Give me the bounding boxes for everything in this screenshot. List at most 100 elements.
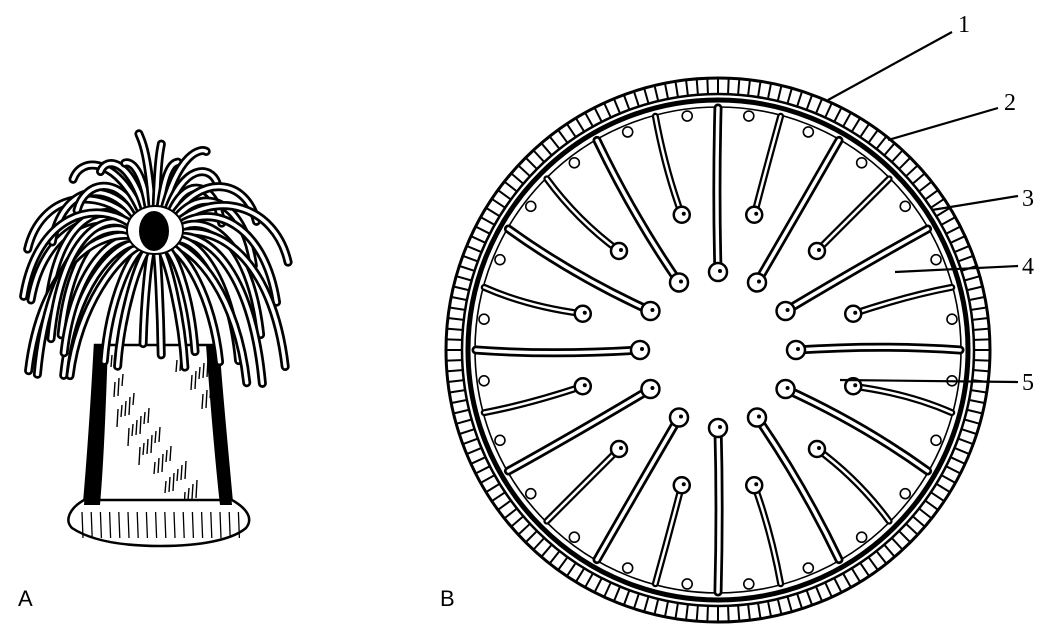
wall-striation [975,360,989,361]
mesenterial-filament [777,380,795,398]
mesenterial-filament [746,477,762,493]
wall-pocket [682,579,692,589]
wall-striation [975,339,989,340]
wall-pocket [900,201,910,211]
wall-pocket [803,563,813,573]
callout-5: 5 [1022,370,1034,396]
column-striation [169,477,170,492]
column-striation [139,447,140,465]
column-striation [154,462,155,474]
leader-line-2 [888,108,998,140]
mesenterial-filament [611,243,627,259]
filament-dot [757,279,761,283]
wall-pocket [623,563,633,573]
mesenterial-filament [777,302,795,320]
wall-pocket [569,532,579,542]
column-striation [202,394,203,409]
cross-section [446,78,990,622]
wall-pocket [900,489,910,499]
wall-pocket [682,111,692,121]
mesenterial-filament [631,341,649,359]
filament-dot [757,415,761,419]
wall-pocket [931,435,941,445]
filament-dot [754,212,758,216]
column-striation [181,465,182,480]
filament-dot [718,425,722,429]
column-striation [196,480,197,498]
wall-striation [697,606,698,620]
mesenterial-filament [746,207,762,223]
column-striation [121,405,122,417]
column-striation [125,401,126,416]
column-striation [132,424,133,436]
wall-striation [974,329,988,330]
mesenterial-filament [748,273,766,291]
wall-pocket [479,314,489,324]
filament-dot [583,383,587,387]
panel-label-a: A [18,586,33,611]
column-striation [122,374,123,386]
column-striation [118,378,119,396]
filament-dot [679,415,683,419]
wall-striation [707,79,708,93]
column-striation [155,431,156,443]
column-striation [128,428,129,446]
mesenterial-filament [670,273,688,291]
column-striation [162,454,163,472]
wall-pocket [857,532,867,542]
column-striation [158,458,159,473]
mesenterial-filament [670,409,688,427]
wall-striation [448,329,462,330]
wall-pocket [526,489,536,499]
callout-4: 4 [1022,254,1034,280]
column-striation [185,461,186,479]
filament-dot [786,308,790,312]
mesenterial-filament [575,378,591,394]
column-striation [117,409,118,427]
column-striation [159,427,160,442]
wall-pocket [803,127,813,137]
callout-2: 2 [1004,90,1016,116]
wall-striation [447,339,461,340]
wall-striation [697,80,698,94]
wall-pocket [479,376,489,386]
mesenterial-filament [709,419,727,437]
wall-striation [447,360,461,361]
column-striation [143,443,144,455]
wall-pocket [744,111,754,121]
mesenterial-filament [611,441,627,457]
column-striation [195,371,196,389]
column-striation [140,416,141,434]
filament-dot [650,386,654,390]
filament-dot [786,386,790,390]
filament-dot [679,279,683,283]
column-striation [147,439,148,454]
basal-disc [68,500,249,546]
mesenterial-filament [674,477,690,493]
mesenterial-filament [641,302,659,320]
wall-pocket [931,255,941,265]
column-striation [136,420,137,435]
mesenterial-filament [748,409,766,427]
gastrovascular-cavity [656,288,780,412]
wall-striation [728,607,729,621]
mesenterial-filament [787,341,805,359]
mesenterial-filament [845,306,861,322]
column-striation [148,408,149,423]
column-striation [170,446,171,461]
wall-pocket [744,579,754,589]
mesenterial-filament [709,263,727,281]
filament-dot [817,248,821,252]
column-striation [133,393,134,405]
mesenterial-filament [575,306,591,322]
mesenterial-filament [809,441,825,457]
mesenterial-filament [809,243,825,259]
filament-dot [817,446,821,450]
wall-striation [974,370,988,371]
anemone-drawing [24,134,288,546]
column-striation [166,450,167,462]
wall-striation [728,79,729,93]
filament-dot [619,248,623,252]
wall-striation [738,80,739,94]
